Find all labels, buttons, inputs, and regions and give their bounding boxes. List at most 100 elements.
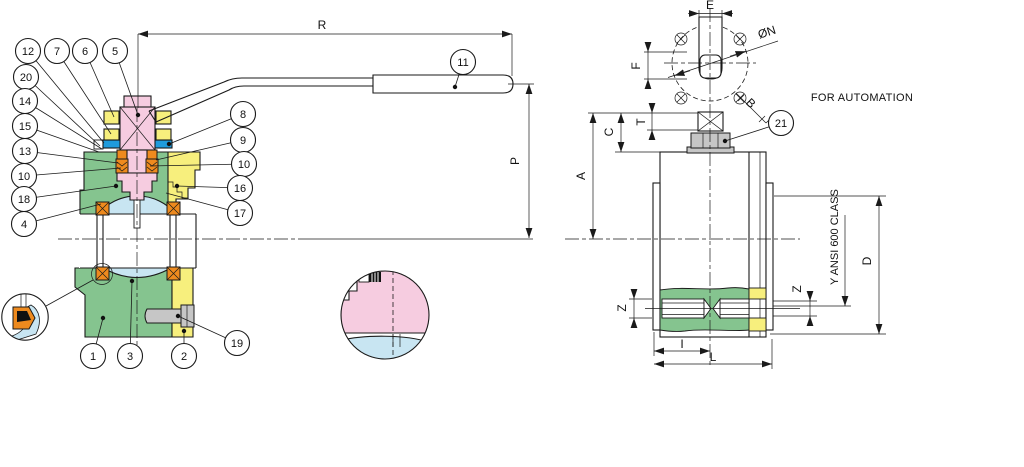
callout-balloon-2: 2 (170, 328, 198, 370)
callout-number: 21 (775, 118, 787, 130)
antistatic-device (358, 271, 370, 283)
side-stem (686, 111, 735, 154)
callout-balloon-20: 20 (12, 63, 101, 147)
handle (148, 74, 514, 123)
leader-dot (174, 183, 180, 189)
callout-balloon-16: 16 (174, 174, 254, 202)
side-view (652, 16, 774, 338)
seat-detail-insert (17, 311, 31, 322)
mounting-pad-top-view (671, 16, 749, 105)
handle-nut-block (155, 110, 172, 125)
stem-flats-top-view (699, 54, 722, 79)
leader-dot (181, 328, 187, 334)
stem-square (119, 106, 156, 151)
callout-number: 9 (240, 135, 246, 147)
section-cap-yellow (748, 317, 767, 332)
dimension-P: P (508, 83, 534, 238)
dimension-Z-right: Z (773, 285, 817, 326)
dimension-D: D (770, 195, 886, 335)
callout-balloon-6: 6 (71, 37, 115, 118)
dimension-L: L (654, 339, 773, 369)
dim-label-R: R (318, 18, 327, 32)
seat-rings (95, 201, 181, 281)
flange-edge-right (765, 182, 774, 331)
callout-number: 11 (457, 57, 468, 69)
leader-dot (452, 84, 458, 90)
front-section-view (74, 74, 514, 338)
callout-balloon-10: 10 (10, 162, 122, 190)
dim-label-I: I (680, 337, 683, 351)
callout-number: 10 (18, 171, 30, 183)
dim-label-Z-left: Z (615, 304, 629, 311)
callout-balloon-17: 17 (165, 192, 254, 227)
handle-nut-block (103, 110, 120, 125)
callout-number: 19 (231, 338, 243, 350)
leader-dot (166, 141, 172, 147)
flange-edge-left (652, 182, 661, 331)
dimension-Z-left: Z (615, 289, 652, 328)
callout-number: 13 (19, 146, 31, 158)
leader-dot (100, 315, 106, 321)
dimension-E: E (688, 0, 733, 17)
leader-dot (113, 183, 119, 189)
dimension-Y-class: Y ANSI 600 CLASS (773, 189, 851, 307)
dim-label-T: T (634, 118, 648, 126)
callout-balloon-19: 19 (175, 313, 251, 357)
stem-top (123, 95, 152, 109)
dim-label-P: P (508, 157, 522, 165)
dimension-N: ØN (667, 23, 779, 78)
dimension-T: T (588, 103, 698, 140)
dim-label-D: D (860, 256, 874, 265)
callout-number: 5 (112, 46, 118, 58)
seat-detail-circle (1, 263, 113, 341)
handle-nut-block (103, 128, 120, 141)
dimensions: R P E F ØN (137, 0, 886, 369)
valve-body-lower (74, 267, 173, 338)
callout-number: 6 (82, 46, 88, 58)
antistatic-spring (369, 272, 381, 282)
callout-balloon-15: 15 (11, 112, 100, 153)
dimension-R: R (137, 18, 513, 108)
stem-detail-circle (340, 270, 430, 360)
handle-grip (372, 74, 514, 94)
callout-number: 7 (54, 46, 60, 58)
stem-nut (690, 132, 731, 149)
callout-balloon-3: 3 (116, 278, 144, 370)
leader-dot (722, 138, 728, 144)
dim-label-L: L (710, 350, 717, 364)
callout-number: 20 (20, 72, 32, 84)
callout-number: 8 (240, 109, 246, 121)
dim-label-N: ØN (756, 23, 777, 42)
callout-number: 14 (19, 96, 31, 108)
dim-label-F: F (629, 62, 643, 69)
dim-label-Z-right: Z (790, 285, 804, 292)
section-cap-yellow (748, 287, 767, 300)
callout-number: 3 (127, 351, 133, 363)
callout-number: 2 (181, 351, 187, 363)
handle-nut-block (155, 128, 172, 141)
callout-number: 12 (22, 46, 34, 58)
automation-note: FOR AUTOMATION (811, 92, 913, 104)
callout-number: 1 (90, 351, 96, 363)
stem-detail-ball-top (341, 335, 429, 359)
dim-label-C: C (602, 127, 616, 136)
dim-label-Y-class: Y ANSI 600 CLASS (829, 189, 841, 285)
callout-balloon-1: 1 (79, 315, 107, 370)
callout-balloon-4: 4 (10, 203, 102, 238)
callout-balloon-5: 5 (101, 37, 141, 118)
callout-number: 18 (18, 194, 30, 206)
dimension-A: A (574, 113, 597, 239)
callout-balloon-14: 14 (11, 87, 103, 150)
stem-detail-stem-bottom (341, 271, 429, 334)
dimension-C: C (602, 113, 660, 153)
dimension-F: F (629, 42, 687, 89)
leader-dot (129, 278, 135, 284)
dimension-I: I (653, 332, 710, 356)
mounting-bolt-symbols (674, 32, 747, 105)
callout-number: 15 (19, 121, 31, 133)
callout-balloon-8: 8 (166, 100, 257, 147)
callout-number: 17 (234, 208, 246, 220)
